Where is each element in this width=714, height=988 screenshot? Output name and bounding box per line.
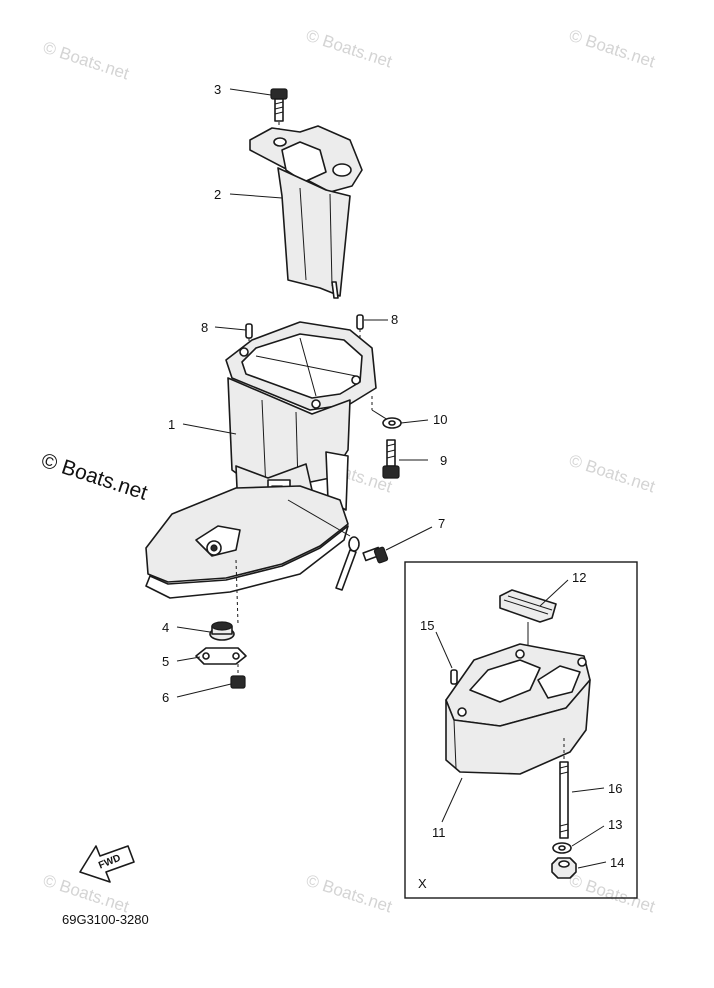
part-10-washer: [371, 396, 402, 429]
part-3-bolt: [270, 88, 288, 140]
part-2-exhaust-guide: [249, 125, 363, 299]
part-6-nut: [230, 664, 246, 689]
part-16-stud: [559, 738, 569, 839]
callout-numbers: 3 2 8 8 1 10 9 7 4 5 6 12 15 11 16 13 14: [162, 82, 624, 870]
diagram-code: 69G3100-3280: [62, 912, 149, 927]
part-7-screw-ground-lead: [287, 499, 389, 591]
part-15-pin: [450, 669, 458, 685]
watermark-bottom-left: © Boats.net: [41, 871, 132, 917]
callout-7: 7: [438, 516, 445, 531]
callout-4: 4: [162, 620, 169, 635]
callout-15: 15: [420, 618, 434, 633]
callout-5: 5: [162, 654, 169, 669]
callout-11: 11: [432, 825, 446, 840]
callout-14: 14: [610, 855, 624, 870]
part-9-bolt: [382, 439, 400, 479]
callout-8-left: 8: [201, 320, 208, 335]
part-14-nut: [551, 857, 577, 879]
part-5-plate: [195, 647, 247, 665]
watermark-mid-right: © Boats.net: [567, 451, 658, 497]
callout-6: 6: [162, 690, 169, 705]
inset-label: X: [418, 876, 427, 891]
callout-2: 2: [214, 187, 221, 202]
callout-1: 1: [168, 417, 175, 432]
leader-lines: [176, 88, 607, 869]
part-4-grommet: [209, 621, 235, 641]
watermark-large: © Boats.net: [38, 449, 150, 505]
part-13-washer: [552, 842, 572, 854]
watermark-top-center: © Boats.net: [304, 26, 395, 72]
callout-3: 3: [214, 82, 221, 97]
callout-12: 12: [572, 570, 586, 585]
watermark-bottom-right: © Boats.net: [567, 871, 658, 917]
inset-box: X: [404, 561, 638, 899]
part-11-spacer: [445, 643, 591, 775]
watermark-top-left: © Boats.net: [41, 38, 132, 84]
watermark-bottom-center: © Boats.net: [304, 871, 395, 917]
callout-8-right: 8: [391, 312, 398, 327]
callout-10: 10: [433, 412, 447, 427]
anti-cavitation-plate: [145, 485, 349, 625]
watermark-top-right: © Boats.net: [567, 26, 658, 72]
callout-13: 13: [608, 817, 622, 832]
callout-16: 16: [608, 781, 622, 796]
part-12-seal: [499, 589, 557, 648]
callout-9: 9: [440, 453, 447, 468]
fwd-arrow: FWD: [79, 845, 135, 883]
